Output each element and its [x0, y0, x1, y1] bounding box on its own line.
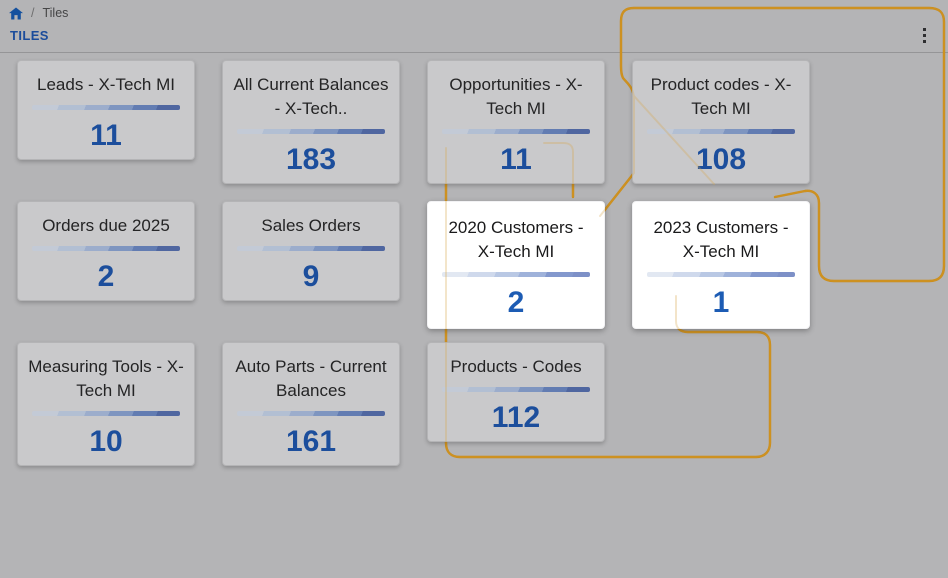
tile-title: All Current Balances - X-Tech..: [233, 75, 389, 118]
tile-measuring-tools[interactable]: Measuring Tools - X-Tech MI 10: [17, 342, 195, 466]
tile-leads[interactable]: Leads - X-Tech MI 11: [17, 60, 195, 160]
breadcrumb-separator: /: [31, 6, 35, 20]
tile-title: Products - Codes: [450, 357, 582, 376]
tile-value: 10: [89, 425, 123, 458]
tile-gradient-bar: [237, 411, 385, 416]
tile-value: 2: [507, 286, 525, 319]
tile-board: Leads - X-Tech MI 11 All Current Balance…: [0, 53, 948, 466]
tile-gradient-bar: [442, 129, 590, 134]
tile-gradient-bar: [647, 272, 795, 277]
tile-value: 1: [712, 286, 730, 319]
tile-title: Orders due 2025: [42, 216, 170, 235]
tile-gradient-bar: [442, 387, 590, 392]
breadcrumb: / Tiles: [0, 0, 948, 23]
tile-product-codes[interactable]: Product codes - X-Tech MI 108: [632, 60, 810, 184]
tile-title: Leads - X-Tech MI: [37, 75, 175, 94]
tile-title: Auto Parts - Current Balances: [235, 357, 387, 400]
tile-title: Opportunities - X-Tech MI: [449, 75, 583, 118]
home-icon[interactable]: [9, 7, 23, 20]
tile-gradient-bar: [32, 246, 180, 251]
tile-value: 11: [500, 143, 532, 176]
tile-products-codes[interactable]: Products - Codes 112: [427, 342, 605, 442]
tile-value: 9: [302, 260, 320, 293]
tile-value: 183: [285, 143, 337, 176]
tile-2020-customers[interactable]: 2020 Customers - X-Tech MI 2: [427, 201, 605, 329]
tile-2023-customers[interactable]: 2023 Customers - X-Tech MI 1: [632, 201, 810, 329]
tile-gradient-bar: [237, 246, 385, 251]
tile-title: Sales Orders: [261, 216, 361, 235]
kebab-menu-icon[interactable]: [915, 25, 934, 46]
tile-auto-parts[interactable]: Auto Parts - Current Balances 161: [222, 342, 400, 466]
tile-gradient-bar: [32, 411, 180, 416]
tile-sales-orders[interactable]: Sales Orders 9: [222, 201, 400, 301]
tile-row-2: Orders due 2025 2 Sales Orders 9 2020 Cu…: [17, 201, 948, 329]
tile-value: 161: [285, 425, 337, 458]
tile-all-current-balances[interactable]: All Current Balances - X-Tech.. 183: [222, 60, 400, 184]
tile-gradient-bar: [32, 105, 180, 110]
tile-row-3: Measuring Tools - X-Tech MI 10 Auto Part…: [17, 342, 948, 466]
tile-row-1: Leads - X-Tech MI 11 All Current Balance…: [17, 60, 948, 184]
tile-title: Product codes - X-Tech MI: [650, 75, 792, 118]
tile-opportunities[interactable]: Opportunities - X-Tech MI 11: [427, 60, 605, 184]
tile-title: 2023 Customers - X-Tech MI: [653, 218, 789, 261]
tile-gradient-bar: [442, 272, 590, 277]
tile-title: Measuring Tools - X-Tech MI: [28, 357, 184, 400]
page-title: TILES: [10, 28, 49, 43]
tile-gradient-bar: [237, 129, 385, 134]
tiles-header-bar: TILES: [0, 23, 948, 53]
tile-value: 11: [90, 119, 122, 152]
breadcrumb-page[interactable]: Tiles: [42, 6, 69, 20]
tile-gradient-bar: [647, 129, 795, 134]
tile-orders-due-2025[interactable]: Orders due 2025 2: [17, 201, 195, 301]
tile-value: 2: [97, 260, 115, 293]
tile-value: 112: [491, 401, 541, 434]
tile-value: 108: [695, 143, 747, 176]
tile-title: 2020 Customers - X-Tech MI: [448, 218, 584, 261]
